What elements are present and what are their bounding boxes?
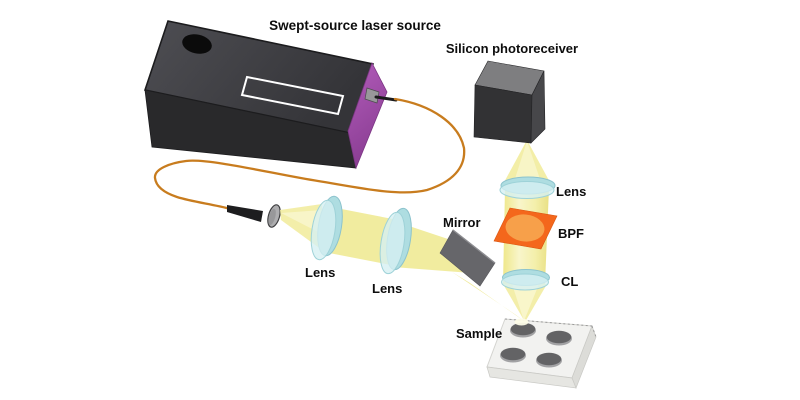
bandpass-filter (493, 207, 558, 250)
focusing-lens (379, 207, 412, 275)
label-bpf: BPF (558, 226, 584, 241)
laser-box-aperture-hole (182, 34, 212, 54)
label-photoreceiver: Silicon photoreceiver (446, 41, 578, 56)
label-mirror: Mirror (443, 215, 481, 230)
laser-box-side-face (347, 61, 388, 170)
lens1-front (310, 199, 337, 261)
cylindrical-lens (501, 269, 550, 291)
cl-front (501, 273, 549, 291)
collimating-lens (310, 195, 343, 261)
label-sample: Sample (456, 326, 502, 341)
focus-spot (514, 318, 529, 326)
sample-chip (486, 318, 597, 389)
photoreceiver-front-face (473, 84, 533, 144)
photoreceiver-right-face (530, 70, 546, 144)
mirror-assembly (439, 229, 496, 287)
fiber-optic-cable (153, 97, 466, 211)
lens2-front (379, 211, 406, 275)
sample-well (510, 322, 536, 338)
label-lens-1: Lens (305, 265, 335, 280)
collimator-cable (227, 205, 263, 222)
sample-well (500, 347, 526, 363)
cone-cl-to-sample-core (512, 284, 539, 321)
laser-source-box (143, 20, 398, 170)
sample-well (546, 330, 572, 346)
receiver-lens (499, 176, 556, 199)
fiber-collimator (227, 204, 281, 228)
laser-box-label-window (240, 75, 345, 116)
label-receiver-lens: Lens (556, 184, 586, 199)
fiber-connector (364, 87, 380, 104)
label-laser-source: Swept-source laser source (269, 18, 441, 33)
label-lens-2: Lens (372, 281, 402, 296)
label-cl: CL (561, 274, 578, 289)
sample-wells (500, 322, 572, 368)
sample-well (536, 352, 562, 368)
collimator-head-shade (268, 208, 276, 226)
mirror-body (439, 229, 496, 287)
cone-lens-to-photoreceiver-core (513, 141, 542, 185)
photoreceiver-cube (473, 60, 546, 144)
receiver-lens-front (499, 181, 555, 199)
mirror-edge-highlight (452, 229, 496, 264)
bpf-beam-spot (505, 214, 545, 242)
fiber-pigtail (374, 95, 398, 102)
sample-front-face (486, 366, 577, 389)
